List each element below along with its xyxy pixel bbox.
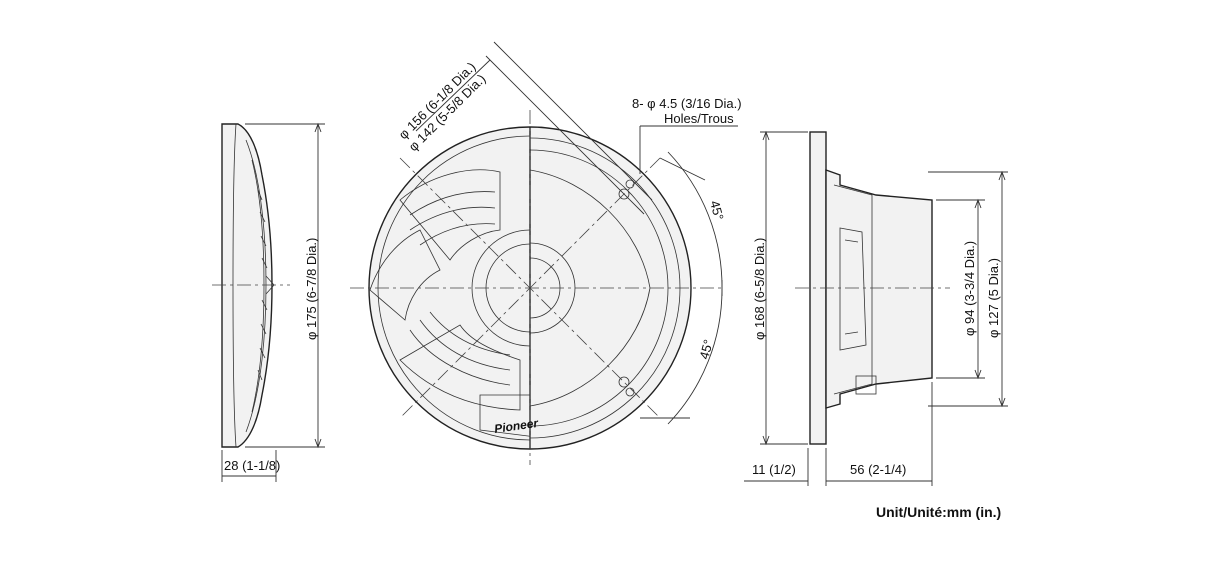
flange-depth-label: 11 (1/2) <box>752 462 796 477</box>
unit-note: Unit/Unité:mm (in.) <box>876 504 1001 520</box>
angle-top-label: 45° <box>707 199 727 222</box>
basket-dia-label: φ 127 (5 Dia.) <box>986 258 1001 338</box>
brand-logo: Pioneer <box>493 416 540 436</box>
side-depth-label: 28 (1-1/8) <box>224 458 280 473</box>
magnet-dia-label: φ 94 (3-3/4 Dia.) <box>962 241 977 336</box>
side-profile-basket <box>744 130 1008 486</box>
side-height-label: φ 175 (6-7/8 Dia.) <box>304 238 319 340</box>
mount-depth-label: 56 (2-1/4) <box>850 462 906 477</box>
holes-label-2: Holes/Trous <box>664 111 734 126</box>
side-profile-grille <box>212 122 325 482</box>
angle-bottom-label: 45° <box>696 338 716 361</box>
holes-label-1: 8- φ 4.5 (3/16 Dia.) <box>632 96 742 111</box>
cutout-dia-label: φ 168 (6-5/8 Dia.) <box>752 238 767 340</box>
